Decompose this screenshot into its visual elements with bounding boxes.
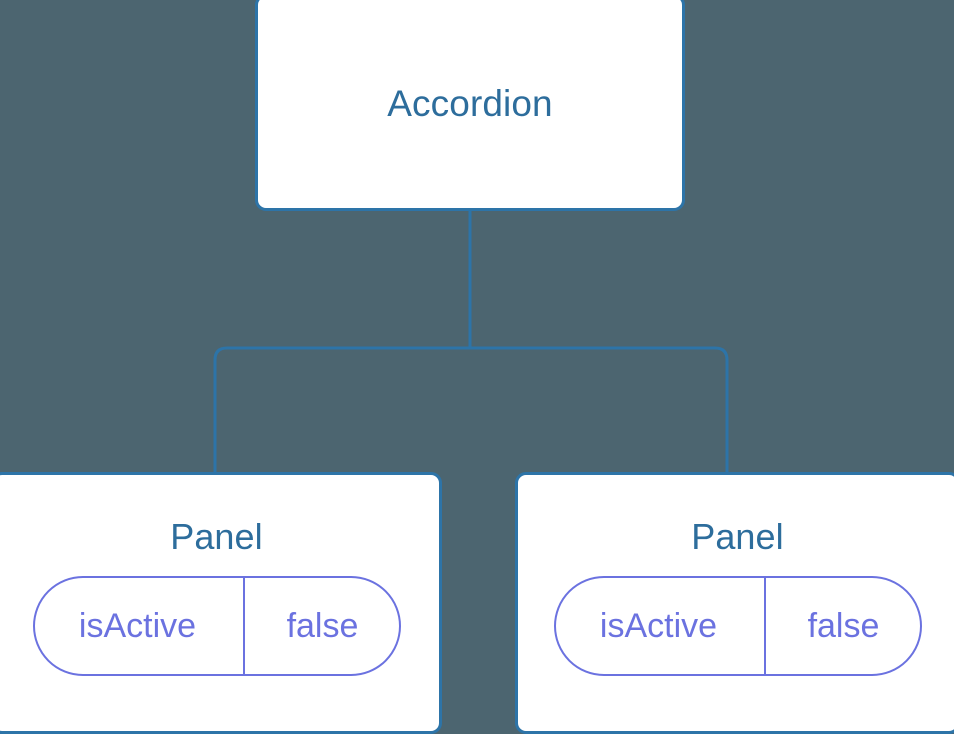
state-badge-isactive[interactable]: isActive false [32, 576, 401, 676]
node-title-panel: Panel [170, 516, 263, 557]
connector-branch-left [213, 346, 470, 478]
node-title-panel: Panel [691, 516, 784, 557]
state-badge-isactive[interactable]: isActive false [553, 576, 922, 676]
state-badge-key: isActive [556, 578, 766, 674]
tree-node-panel-right[interactable]: Panel isActive false [515, 472, 954, 734]
connector-branch-right [470, 346, 729, 478]
state-badge-key: isActive [35, 578, 245, 674]
tree-node-panel-left[interactable]: Panel isActive false [0, 472, 442, 734]
state-badge-value: false [286, 607, 359, 645]
node-title-accordion: Accordion [387, 83, 553, 124]
state-badge-value: false [807, 607, 880, 645]
tree-node-accordion[interactable]: Accordion [255, 0, 685, 211]
